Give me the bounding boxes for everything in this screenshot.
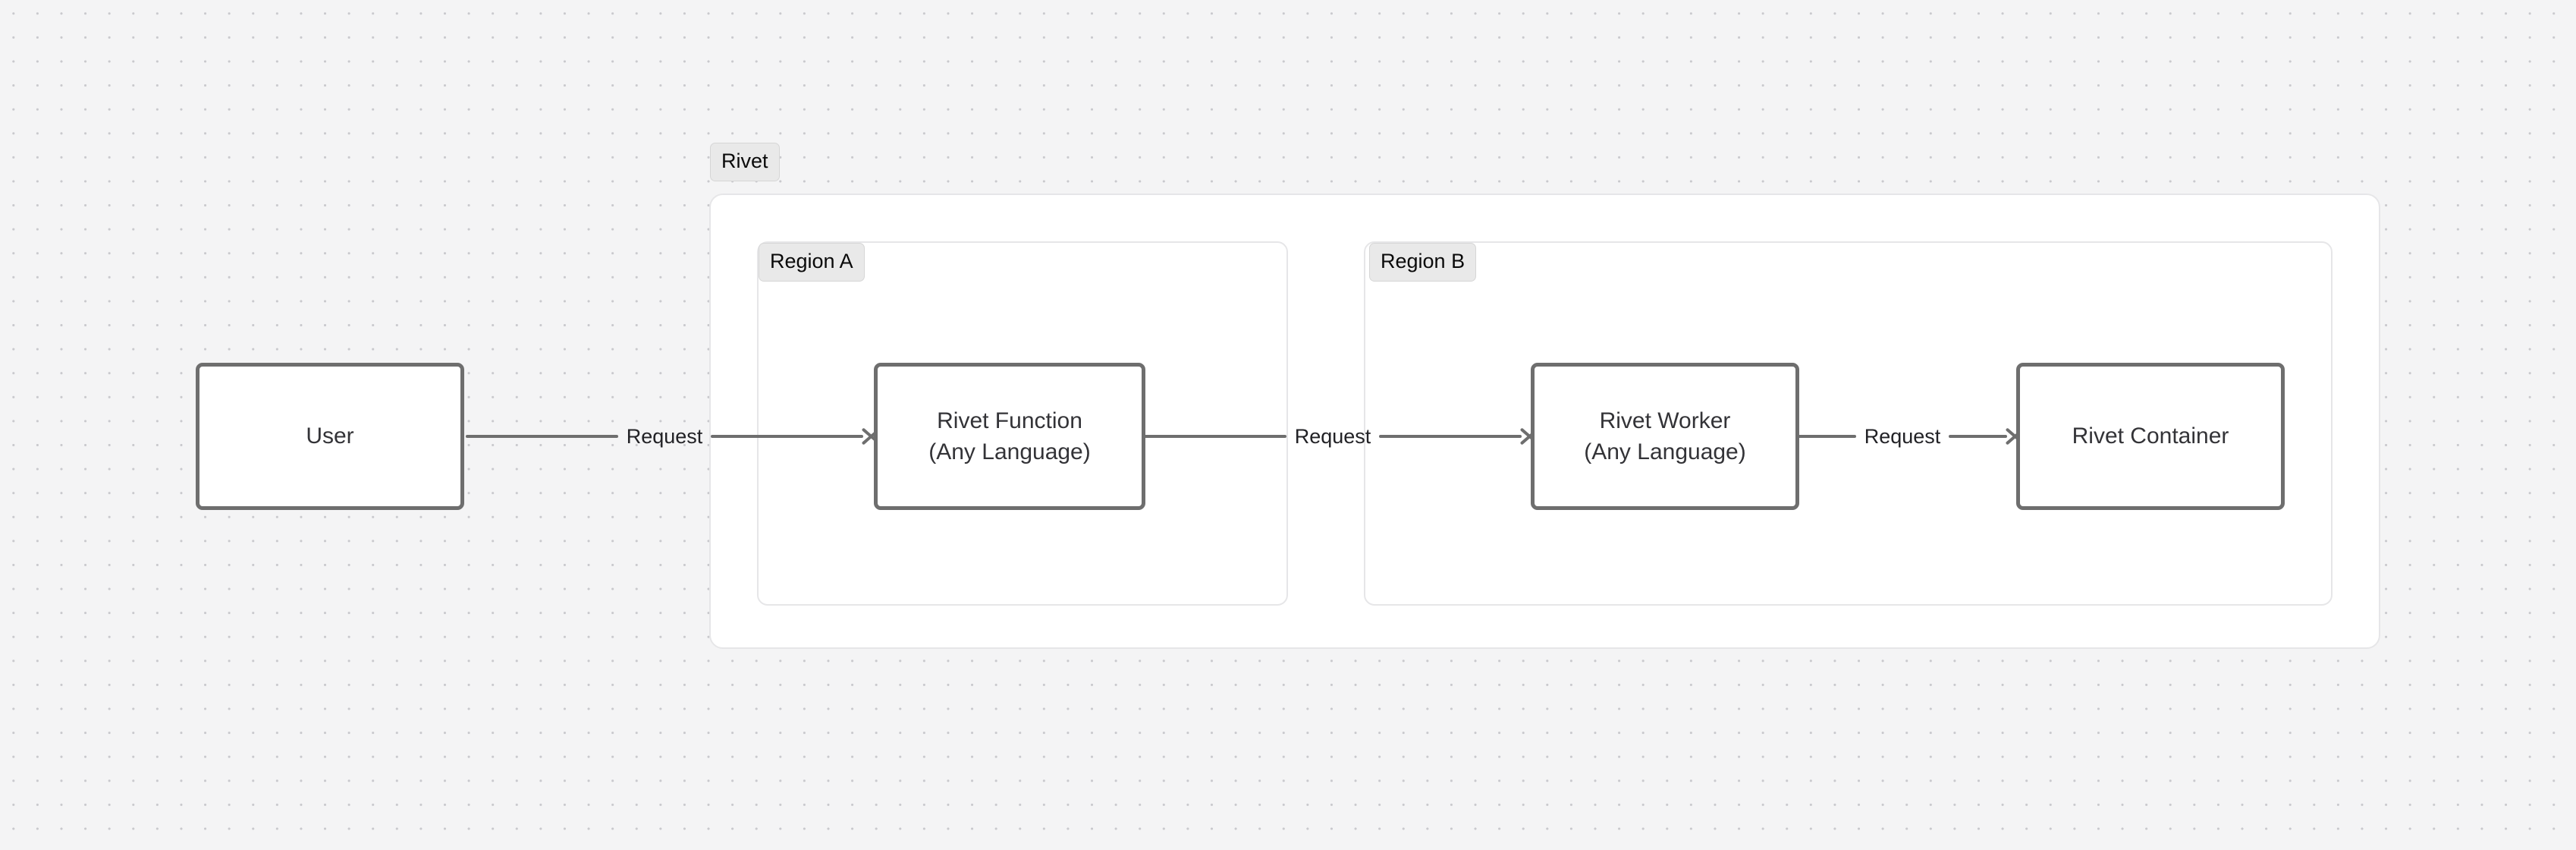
edge-line-segment — [1379, 435, 1522, 438]
edge-line-segment — [1949, 435, 2008, 438]
node-rivet-function[interactable]: Rivet Function (Any Language) — [874, 363, 1145, 510]
node-label-primary: Rivet Function — [937, 408, 1082, 433]
edge-line-segment — [1144, 435, 1286, 438]
node-label-secondary: (Any Language) — [928, 439, 1091, 464]
node-label-primary: Rivet Worker — [1599, 408, 1731, 433]
edge-rivet-worker-to-rivet-container: Request — [1798, 402, 2025, 471]
group-label-rivet: Rivet — [710, 143, 780, 181]
node-label-primary: Rivet Container — [2072, 423, 2229, 449]
node-rivet-container[interactable]: Rivet Container — [2016, 363, 2285, 510]
edge-line-segment — [466, 435, 618, 438]
region-label-b: Region B — [1369, 243, 1477, 282]
edge-label: Request — [1864, 424, 1941, 448]
region-label-a: Region A — [759, 243, 865, 282]
edge-rivet-function-to-rivet-worker: Request — [1144, 402, 1540, 471]
edge-line-segment — [711, 435, 864, 438]
node-label-primary: User — [306, 423, 354, 449]
edge-label: Request — [1294, 424, 1371, 448]
node-user[interactable]: User — [196, 363, 464, 510]
node-rivet-worker[interactable]: Rivet Worker (Any Language) — [1531, 363, 1799, 510]
edge-user-to-rivet-function: Request — [466, 402, 881, 471]
node-label-secondary: (Any Language) — [1584, 439, 1746, 464]
edge-label: Request — [626, 424, 703, 448]
edge-line-segment — [1798, 435, 1856, 438]
